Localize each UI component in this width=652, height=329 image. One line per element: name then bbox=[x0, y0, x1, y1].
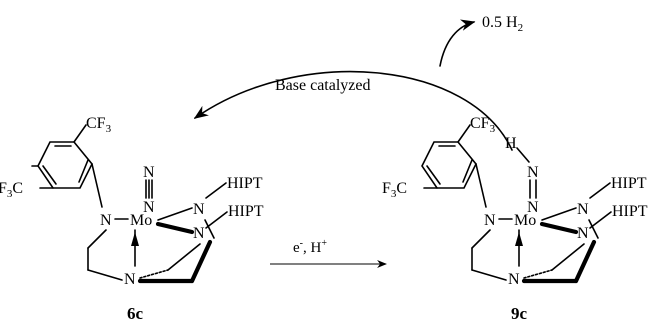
aryl-ring bbox=[421, 141, 477, 189]
amide-nitrogen-2: N bbox=[577, 201, 589, 218]
amide-nitrogen-3: N bbox=[577, 225, 589, 242]
compound-9c: CF3 F3C N Mo N N H N N HIPT HIPT N bbox=[382, 115, 648, 288]
amide-nitrogen: N bbox=[100, 212, 112, 229]
hipt-group-2: HIPT bbox=[612, 203, 648, 220]
cf3-group: CF3 bbox=[470, 115, 496, 135]
hipt-group-1: HIPT bbox=[611, 175, 647, 192]
hipt-group-1: HIPT bbox=[227, 175, 263, 192]
hipt-group-2: HIPT bbox=[228, 203, 264, 220]
compound-6c: CF3 F3C N Mo N N N N HIPT HIPT N bbox=[0, 115, 264, 288]
amide-nitrogen-2: N bbox=[193, 201, 205, 218]
molybdenum-center: Mo bbox=[514, 212, 536, 229]
reduction-label: e-, H+ bbox=[293, 238, 327, 256]
base-catalyzed-label: Base catalyzed bbox=[275, 77, 371, 94]
h2-label: 0.5 H2 bbox=[482, 14, 523, 34]
h2-release-arrow bbox=[439, 19, 476, 67]
f3c-group: F3C bbox=[0, 180, 23, 200]
dinitrogen-n2: N bbox=[143, 164, 155, 181]
cf3-group: CF3 bbox=[86, 115, 112, 135]
amide-nitrogen: N bbox=[484, 212, 496, 229]
diazenido-n2: N bbox=[527, 164, 539, 181]
f3c-group: F3C bbox=[382, 180, 407, 200]
amine-nitrogen: N bbox=[124, 271, 136, 288]
compound-label-9c: 9c bbox=[511, 304, 528, 323]
molybdenum-center: Mo bbox=[130, 212, 152, 229]
compound-label-6c: 6c bbox=[127, 304, 144, 323]
dinitrogen-n1: N bbox=[143, 199, 155, 216]
aryl-ring bbox=[37, 141, 93, 189]
hydrogen-atom: H bbox=[505, 135, 517, 152]
amine-nitrogen: N bbox=[508, 271, 520, 288]
base-catalyzed-arrow bbox=[193, 70, 513, 151]
amide-nitrogen-3: N bbox=[193, 225, 205, 242]
diazenido-n1: N bbox=[527, 199, 539, 216]
